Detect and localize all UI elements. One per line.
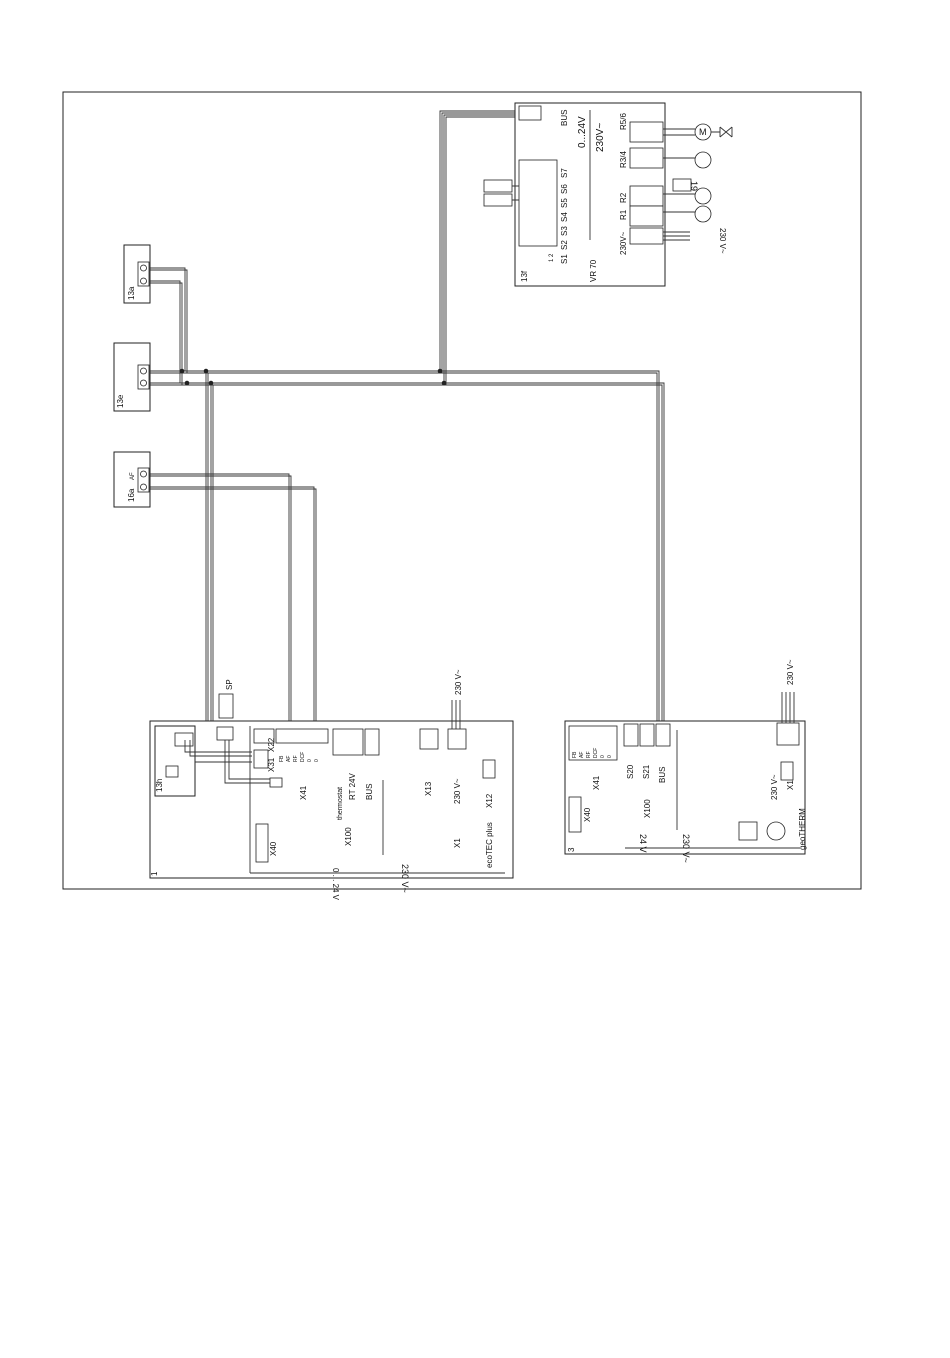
geotherm-x12-label: X12	[786, 775, 795, 790]
af-sensor-wiring	[150, 473, 317, 730]
geotherm-x40-label: X40	[583, 807, 592, 822]
vr70-r2-label: R2	[619, 192, 628, 203]
vr70-supply-label: 230 V~	[718, 228, 727, 254]
vr70-230v-out-label: 230V~	[619, 231, 628, 255]
sp-sensor	[218, 693, 234, 719]
pump-icon-1	[694, 151, 712, 169]
vr70-s6-label: S6	[560, 184, 569, 194]
ecotec-x31-label: X31	[267, 757, 276, 772]
ecotec-x12-label: X12	[485, 793, 494, 808]
geotherm-x100-label: X100	[643, 799, 652, 818]
ecotec-name-label: ecoTEC plus	[485, 822, 494, 868]
module-13a: 13a	[123, 244, 151, 304]
module-13e-label: 13e	[116, 394, 125, 408]
ecotec-x41-pin-dcf: DCF	[300, 752, 306, 762]
ecotec-230v-label: 230 V~	[400, 864, 410, 893]
vr70-24v-label: 0...24V	[577, 116, 588, 148]
sp-label: SP	[225, 679, 234, 690]
geotherm-24v-label: 24 V	[638, 834, 648, 853]
ecotec-230v-x1-label: 230 V~	[453, 778, 462, 804]
vr70-pins-label: 1 2	[549, 253, 555, 262]
diagram-frame	[62, 91, 862, 890]
module-geotherm: FB AF RF DCF 0 0 X41 S20 S21 BUS X100 X4…	[564, 659, 807, 863]
vr70-s1-label: S1	[560, 254, 569, 264]
module-16a: 16a AF	[113, 451, 151, 508]
geotherm-x41-pin-0b: 0	[607, 755, 613, 758]
vr70-ref19-label: 19	[689, 181, 699, 191]
ecotec-x41-pin-af: AF	[286, 756, 292, 762]
vr70-name-label: VR 70	[589, 259, 598, 282]
geotherm-230v-x12-label: 230 V~	[770, 774, 779, 800]
ecotec-x41-pin-fb: FB	[279, 755, 285, 762]
geotherm-x41-pin-fb: FB	[572, 751, 578, 758]
geotherm-x41-pin-rf: RF	[586, 751, 592, 758]
geotherm-x41-pin-af: AF	[579, 752, 585, 758]
vr70-230v-label: 230V~	[595, 123, 606, 152]
geotherm-supply-label: 230 V~	[786, 659, 795, 685]
geotherm-x41-pin-dcf: DCF	[593, 748, 599, 758]
ecotec-x41-pin-0a: 0	[307, 759, 313, 762]
vr70-r1-label: R1	[619, 209, 628, 220]
module-13a-label: 13a	[127, 286, 136, 300]
module-13e: 13e	[113, 342, 151, 412]
module-16a-af-label: AF	[130, 472, 136, 480]
ecotec-x41-pin-rf: RF	[293, 755, 299, 762]
ecotec-x100-label: X100	[344, 827, 353, 846]
module-13h-label: 13h	[155, 779, 164, 792]
ecotec-x22-label: X22	[267, 737, 276, 752]
ecotec-x41-label: X41	[299, 785, 308, 800]
geotherm-s20-label: S20	[626, 764, 635, 779]
vr70-id-label: 13f	[520, 270, 529, 282]
pump-icon-3	[694, 205, 712, 223]
vr70-s3-label: S3	[560, 226, 569, 236]
geotherm-x41-pin-0a: 0	[600, 755, 606, 758]
geotherm-bus-label: BUS	[658, 767, 667, 783]
vr70-s5-label: S5	[560, 198, 569, 208]
geotherm-name-label: geoTHERM	[798, 808, 807, 850]
ecotec-rt24-label: RT 24V	[348, 773, 357, 800]
geotherm-s21-label: S21	[642, 764, 651, 779]
pump-icon-2	[694, 187, 712, 205]
vr70-r34-label: R3/4	[619, 151, 628, 168]
vr70-s4-label: S4	[560, 212, 569, 222]
module-ecotec-plus: 13h SP X22 X31 FB AF RF DCF 0 0 X41 ther…	[149, 669, 514, 901]
vr70-s2-label: S2	[560, 240, 569, 250]
vr70-bus-label: BUS	[560, 110, 569, 126]
ecotec-x13-label: X13	[424, 781, 433, 796]
ecotec-supply-label: 230 V~	[454, 669, 463, 695]
ecotec-id-label: 1	[150, 871, 159, 876]
ecotec-x1-label: X1	[453, 838, 462, 848]
geotherm-230v-label: 230 V~	[681, 834, 691, 863]
vr70-r56-label: R5/6	[619, 113, 628, 130]
vr70-s7-label: S7	[560, 168, 569, 178]
ecotec-24v-label: 0 . . 24 V	[331, 868, 340, 901]
module-vr70: BUS 0...24V 230V~ R5/6 R3/4 R2 R1 230V~ …	[483, 102, 733, 287]
ecotec-bus-label: BUS	[365, 784, 374, 800]
geotherm-x41-label: X41	[592, 775, 601, 790]
geotherm-id-label: 3	[567, 847, 576, 852]
ecotec-thermostat-label: thermostat	[337, 787, 344, 820]
ecotec-x40-label: X40	[269, 841, 278, 856]
module-16a-label: 16a	[127, 488, 136, 502]
ecotec-x41-pin-0b: 0	[314, 759, 320, 762]
svg-text:M: M	[699, 127, 707, 137]
